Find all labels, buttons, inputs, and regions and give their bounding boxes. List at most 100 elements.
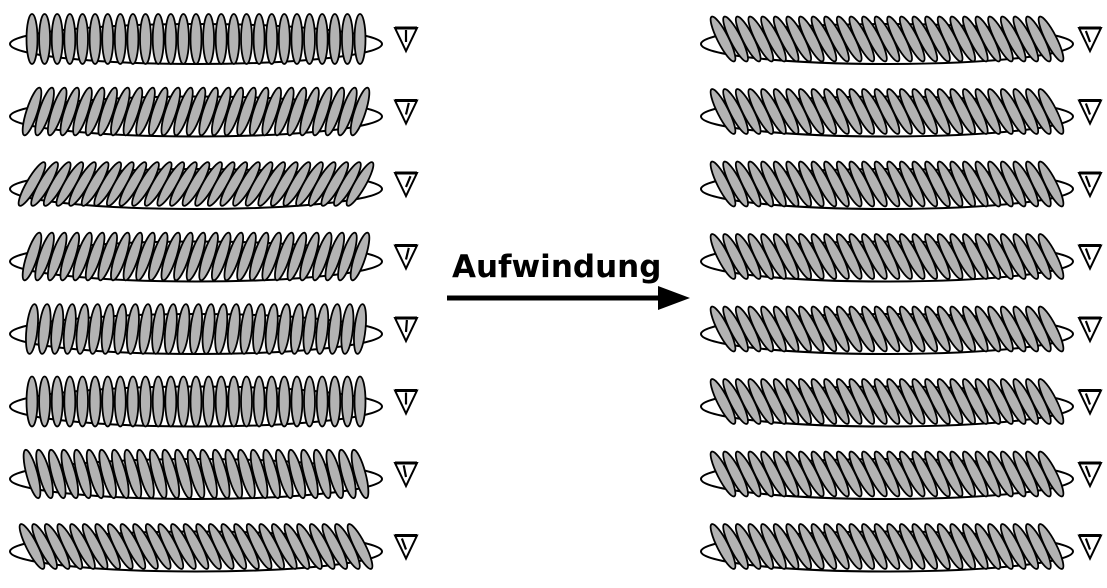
molecule	[226, 304, 242, 355]
molecule	[127, 14, 138, 64]
molecule	[77, 377, 88, 427]
left-layer	[10, 14, 417, 64]
molecule	[27, 14, 38, 64]
right-layer	[701, 159, 1101, 209]
molecule	[228, 377, 239, 427]
director-indicator-icon	[1079, 536, 1101, 559]
molecule	[125, 304, 141, 355]
molecule	[289, 304, 305, 355]
molecule	[52, 377, 63, 427]
molecule	[291, 14, 302, 64]
right-layer	[701, 377, 1101, 427]
molecule	[191, 14, 202, 64]
molecule	[241, 14, 252, 64]
director-indicator-icon	[395, 246, 417, 269]
molecule	[102, 377, 113, 427]
molecule	[140, 14, 151, 64]
molecule	[238, 304, 254, 355]
director-indicator-icon	[395, 391, 417, 414]
molecule	[100, 304, 116, 355]
molecule	[304, 377, 315, 427]
molecule	[203, 377, 214, 427]
molecule	[241, 377, 252, 427]
director-indicator-icon	[1079, 463, 1101, 486]
molecule	[74, 304, 90, 355]
molecule	[264, 304, 280, 355]
molecule	[201, 304, 217, 355]
molecule	[64, 377, 75, 427]
molecule	[49, 304, 65, 355]
molecule	[102, 14, 113, 64]
molecule	[165, 377, 176, 427]
molecule	[24, 304, 40, 355]
director-indicator-icon	[395, 536, 417, 559]
molecule	[137, 304, 153, 355]
molecule	[112, 304, 128, 355]
molecule	[228, 14, 239, 64]
molecule	[77, 14, 88, 64]
molecule	[355, 14, 366, 64]
molecule	[87, 304, 103, 355]
molecule	[329, 14, 340, 64]
molecule	[27, 377, 38, 427]
molecule	[216, 377, 227, 427]
molecule	[266, 14, 277, 64]
molecule	[301, 304, 317, 355]
molecule	[329, 377, 340, 427]
director-indicator-icon	[1079, 318, 1101, 341]
director-indicator-icon	[1079, 246, 1101, 269]
molecule	[355, 377, 366, 427]
left-layer	[10, 231, 417, 282]
molecule	[251, 304, 267, 355]
left-layer	[10, 377, 417, 427]
molecule	[178, 377, 189, 427]
director-indicator-icon	[395, 318, 417, 341]
molecule	[140, 377, 151, 427]
molecule	[266, 377, 277, 427]
right-layer	[701, 522, 1101, 572]
arrow-label: Aufwindung	[452, 249, 661, 285]
director-indicator-icon	[395, 463, 417, 486]
right-layer	[701, 232, 1101, 282]
molecule	[90, 377, 101, 427]
molecule	[64, 14, 75, 64]
left-layer	[10, 304, 417, 355]
director-indicator-icon	[395, 28, 417, 51]
arrow-head	[658, 286, 690, 310]
molecule	[150, 304, 166, 355]
molecule	[115, 14, 126, 64]
molecule	[163, 304, 179, 355]
left-layer	[10, 86, 417, 137]
left-layer	[10, 160, 417, 209]
molecule	[153, 14, 164, 64]
molecule	[39, 14, 50, 64]
molecule	[191, 377, 202, 427]
right-layer	[701, 87, 1101, 137]
molecule	[279, 377, 290, 427]
molecule	[254, 377, 265, 427]
left-layer	[10, 522, 417, 572]
molecule	[342, 377, 353, 427]
molecule	[216, 14, 227, 64]
molecule	[213, 304, 229, 355]
right-layer	[701, 14, 1101, 64]
molecule	[178, 14, 189, 64]
molecule	[127, 377, 138, 427]
director-indicator-icon	[1079, 173, 1101, 196]
molecule	[314, 304, 330, 355]
transition-arrow	[447, 286, 690, 310]
molecule	[339, 304, 355, 355]
molecule	[304, 14, 315, 64]
molecule	[203, 14, 214, 64]
director-indicator-icon	[395, 173, 417, 196]
molecule	[279, 14, 290, 64]
director-indicator-icon	[395, 101, 417, 124]
molecule	[39, 377, 50, 427]
right-layer	[701, 304, 1101, 354]
director-indicator-icon	[1079, 28, 1101, 51]
director-indicator-icon	[1079, 391, 1101, 414]
left-layer	[10, 448, 417, 499]
director-indicator-icon	[1079, 101, 1101, 124]
molecule	[254, 14, 265, 64]
molecule	[352, 304, 368, 355]
